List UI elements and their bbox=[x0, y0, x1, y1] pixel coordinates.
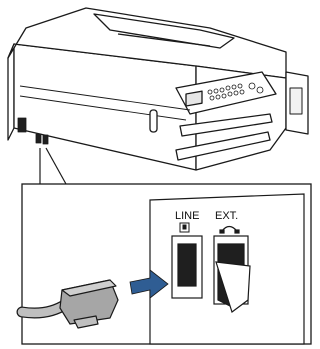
rear-jack-ext bbox=[43, 135, 48, 144]
line-jack bbox=[178, 244, 196, 286]
line-port-label: LINE bbox=[175, 210, 199, 222]
ink-tank-window bbox=[290, 88, 302, 114]
side-slot bbox=[18, 118, 26, 132]
printer bbox=[8, 8, 308, 170]
printer-left-side bbox=[8, 44, 14, 140]
callout-lines bbox=[40, 148, 66, 184]
rear-jack-line bbox=[36, 134, 41, 143]
front-handle bbox=[150, 110, 157, 132]
ext-port-label: EXT. bbox=[215, 210, 238, 222]
panel-display bbox=[186, 91, 202, 106]
